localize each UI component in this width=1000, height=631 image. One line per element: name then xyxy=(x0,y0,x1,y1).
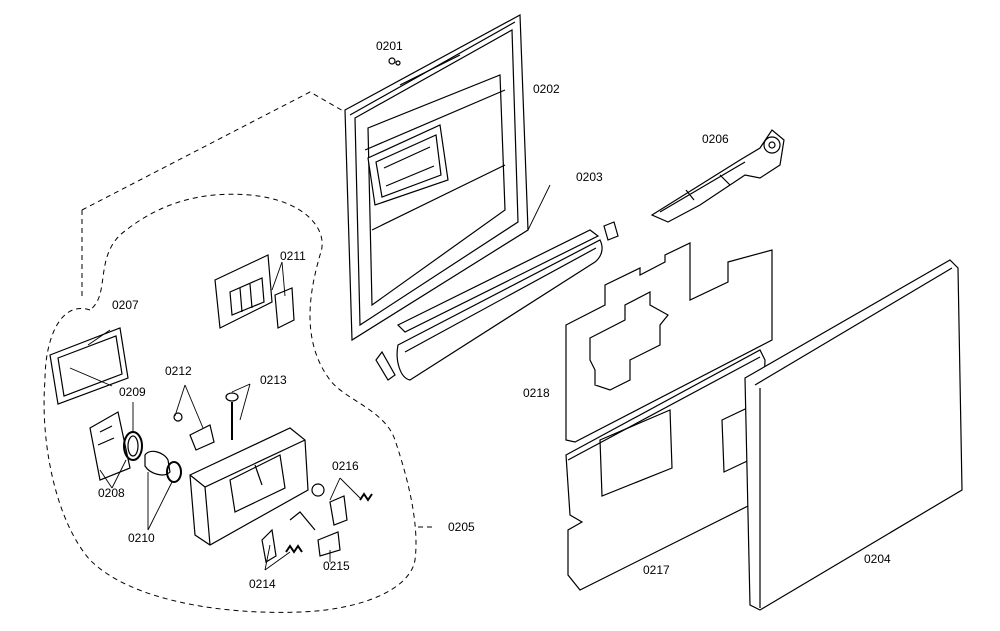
collar-0210 xyxy=(144,450,182,483)
vent-cover-0211 xyxy=(214,254,295,329)
springs-0214 xyxy=(261,528,303,563)
screw-0201 xyxy=(388,57,401,66)
part-labels: 0201 0202 0203 0204 0205 0206 0207 0208 … xyxy=(98,39,891,591)
label-0211: 0211 xyxy=(280,249,306,263)
switch-0215 xyxy=(317,531,341,557)
hinge-bracket-0206 xyxy=(650,129,785,223)
label-0218: 0218 xyxy=(523,386,550,400)
trim-strip-0203 xyxy=(375,221,619,381)
label-0204: 0204 xyxy=(864,552,891,566)
inner-door-0202 xyxy=(344,14,529,342)
label-0201: 0201 xyxy=(376,39,403,53)
insulation-panel-0218 xyxy=(565,242,773,443)
ring-0209 xyxy=(123,431,143,461)
assembly-boundary-0205 xyxy=(43,193,417,613)
label-0202: 0202 xyxy=(533,82,560,96)
door-panel-0217 xyxy=(565,349,766,591)
label-0206: 0206 xyxy=(702,132,729,146)
handle-trim-0207 xyxy=(49,327,129,405)
label-0203: 0203 xyxy=(576,170,603,184)
latch-0212 xyxy=(173,412,215,451)
control-module xyxy=(189,427,309,546)
label-0209: 0209 xyxy=(119,385,146,399)
label-0214: 0214 xyxy=(249,577,276,591)
outer-door-0204 xyxy=(744,259,963,611)
label-0215: 0215 xyxy=(323,559,350,573)
label-0212: 0212 xyxy=(165,364,192,378)
small-parts-0216 xyxy=(289,483,373,531)
pin-0213 xyxy=(225,392,239,440)
label-0216: 0216 xyxy=(332,459,359,473)
label-0210: 0210 xyxy=(128,531,155,545)
label-0217: 0217 xyxy=(643,563,670,577)
label-0205: 0205 xyxy=(448,520,475,534)
leader-lines xyxy=(69,184,551,571)
label-0208: 0208 xyxy=(98,486,125,500)
label-0207: 0207 xyxy=(112,298,139,312)
label-0213: 0213 xyxy=(260,373,287,387)
alignment-line-top xyxy=(81,91,346,211)
handle-0208 xyxy=(89,411,131,481)
